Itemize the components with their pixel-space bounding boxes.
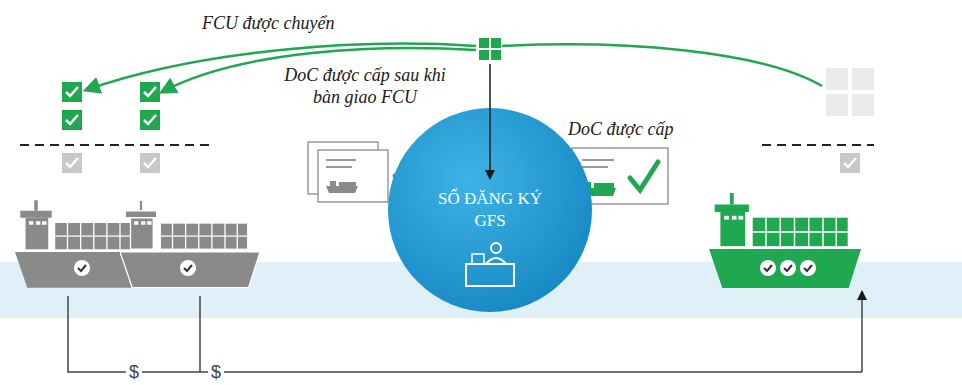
ship xyxy=(709,193,861,288)
ship xyxy=(120,200,260,288)
fcu-stack-empty xyxy=(762,68,874,173)
payment-sign: $ xyxy=(126,361,142,383)
fcu-icon xyxy=(479,38,501,60)
registry-shape xyxy=(388,108,592,312)
node-text: SỔ ĐĂNG KÝ GFS xyxy=(434,188,546,232)
flow-note: DoC được cấp xyxy=(568,118,673,140)
payment-sign: $ xyxy=(208,361,224,383)
registry-circle: SỔ ĐĂNG KÝ GFS xyxy=(388,108,592,312)
flow-note: FCU được chuyển xyxy=(202,12,334,34)
transfer-line xyxy=(502,44,822,86)
register-line xyxy=(489,64,491,110)
fcu-stack xyxy=(20,82,212,173)
flow-note: DoC được cấp sau khi bàn giao FCU xyxy=(272,64,458,108)
